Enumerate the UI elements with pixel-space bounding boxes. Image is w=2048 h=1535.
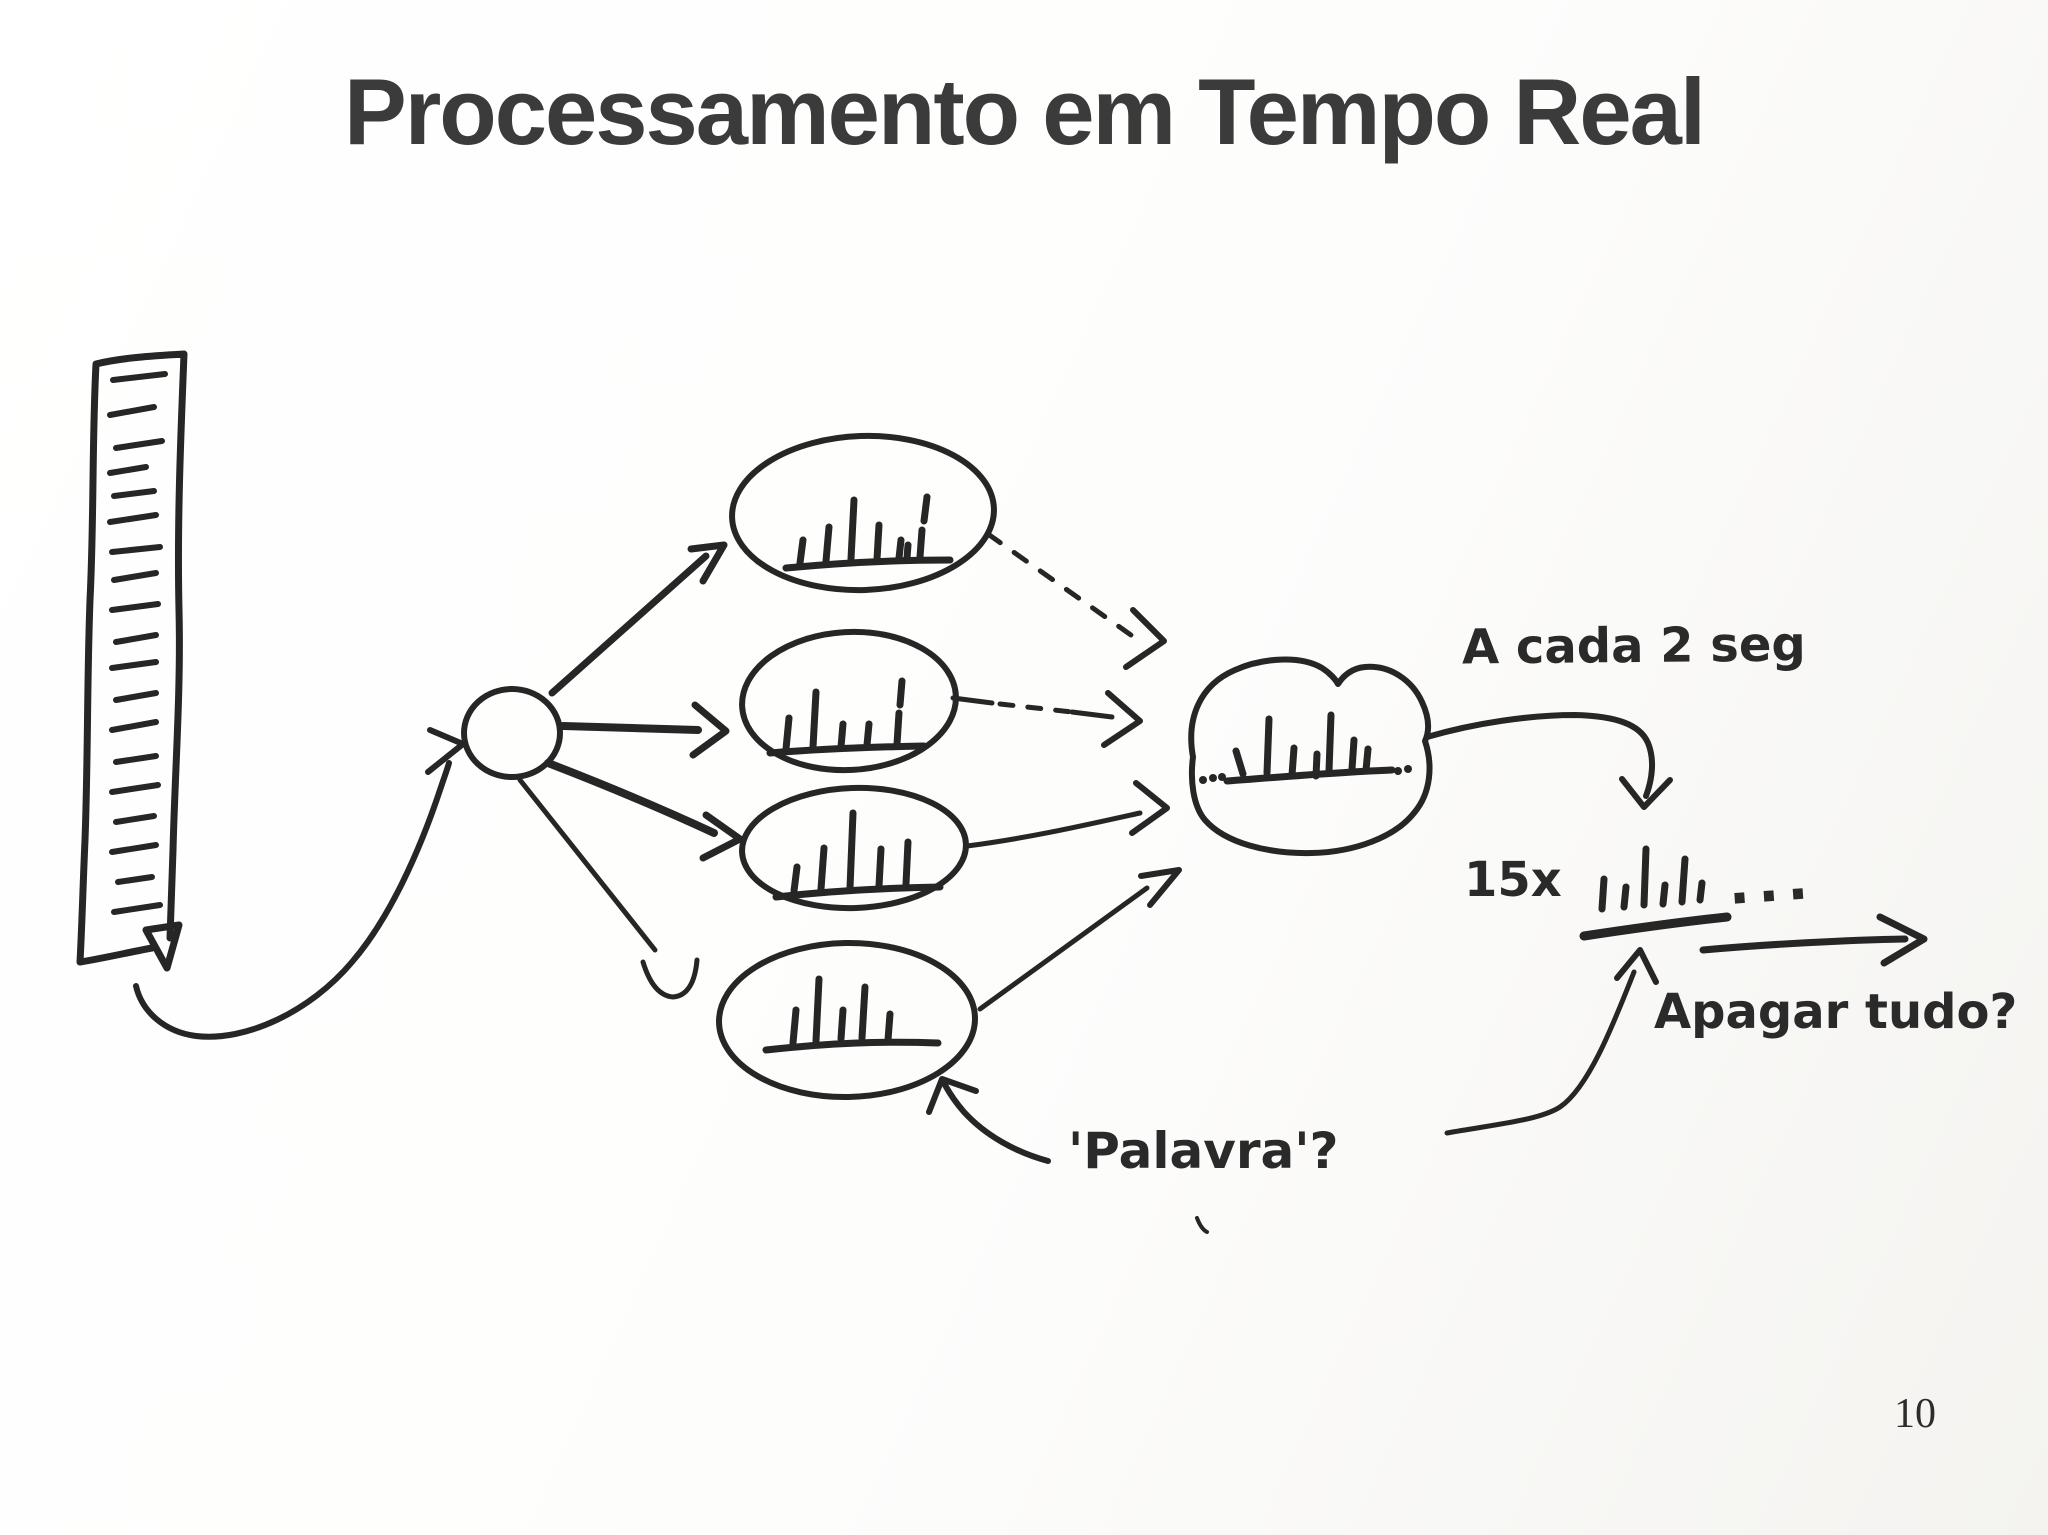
histogram-baseline: [1579, 912, 1732, 941]
histogram-bars: [796, 493, 931, 567]
arrowhead-icon: [640, 957, 700, 1000]
histogram-ellipse-2: [739, 628, 959, 774]
bucket-arrow-3: [964, 780, 1170, 849]
histogram-baseline: [762, 1038, 942, 1054]
arrowhead-icon: [699, 811, 744, 862]
bucket-arrow-1: [985, 531, 1167, 670]
annotation-repeat-count: 15x: [1464, 852, 1562, 908]
histogram-ellipse-4: [716, 939, 978, 1101]
arrowhead-icon: [926, 1076, 979, 1115]
page-number: 10: [1894, 1391, 1936, 1437]
histogram-ellipse-3: [739, 784, 969, 912]
dispatch-arrow-4: [517, 777, 700, 1000]
dispatch-arrow-1: [548, 541, 728, 697]
histogram-ellipse-1: [729, 432, 997, 594]
arrowhead-icon: [1619, 776, 1673, 810]
arrowhead-icon: [1101, 690, 1143, 748]
histogram-bars: [782, 677, 906, 753]
pen-tick: [1195, 1216, 1209, 1234]
page-title: Processamento em Tempo Real: [344, 59, 1706, 164]
every-2-sec-arrow: [1424, 712, 1673, 810]
annotation-every-2-sec: A cada 2 seg: [1461, 616, 1807, 676]
word-arrow-to-bucket: [926, 1076, 1051, 1164]
annotation-word-question: 'Palavra'?: [1068, 1122, 1339, 1180]
baseline-dots: [1199, 765, 1412, 784]
tape-text-lines: [107, 371, 168, 915]
histogram-bars: [1232, 711, 1372, 780]
output-histogram-icon: [1579, 845, 1732, 941]
ellipsis-dots-text: ...: [1725, 847, 1818, 918]
ellipse-outline: [716, 939, 978, 1101]
histogram-bars: [790, 809, 912, 895]
dispatch-arrow-3: [544, 759, 744, 862]
arrowhead-icon: [1876, 913, 1928, 967]
arrowhead-icon: [689, 701, 730, 759]
bucket-arrow-2: [950, 690, 1143, 748]
histogram-baseline: [1223, 766, 1396, 785]
paper-tape-icon: [76, 350, 188, 972]
ellipse-outline: [739, 628, 959, 774]
bucket-arrow-4: [977, 867, 1182, 1012]
histogram-bars: [789, 975, 894, 1047]
arrowhead-icon: [1123, 607, 1167, 670]
arrowhead-icon: [1138, 867, 1182, 908]
dispatcher-node-icon: [461, 686, 563, 780]
cloud-outline: [1188, 656, 1433, 857]
ellipse-outline: [729, 432, 997, 594]
histogram-baseline: [782, 556, 954, 572]
input-curve: [133, 760, 452, 1040]
histogram-bars: [1598, 845, 1706, 913]
histogram-baseline: [772, 883, 944, 901]
continue-right-arrow: [1699, 913, 1928, 967]
arrowhead-icon: [1129, 780, 1170, 836]
dispatch-arrow-2: [559, 701, 730, 759]
input-curve-arrow: [133, 727, 466, 1040]
annotation-erase-all: Apagar tudo?: [1654, 984, 2018, 1040]
cloud-histogram-icon: [1188, 656, 1433, 857]
tape-outline: [76, 350, 188, 972]
histogram-baseline: [766, 742, 928, 757]
word-arrow-to-output: [1444, 947, 1659, 1136]
arrowhead-icon: [687, 541, 728, 585]
arrowhead-icon: [1614, 947, 1659, 985]
